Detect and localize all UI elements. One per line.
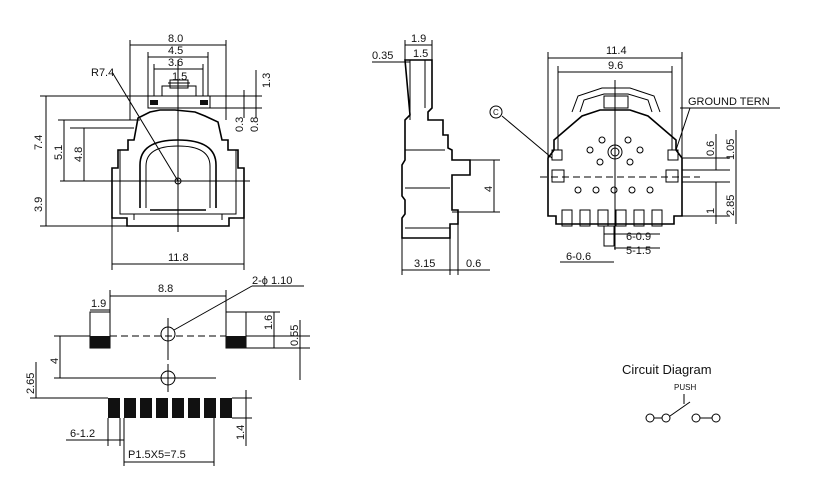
dim-h-top: 1.3 <box>261 73 273 88</box>
dim-fp-265: 2.65 <box>25 373 37 394</box>
dim-fp-88: 8.8 <box>158 283 173 295</box>
dim-side-035: 0.35 <box>372 50 393 62</box>
dim-h-105: 1.05 <box>725 139 737 160</box>
dim-side-15: 1.5 <box>413 48 428 60</box>
ground-label: GROUND TERN <box>688 96 770 108</box>
dim-p-606: 6-0.6 <box>566 251 591 263</box>
front-view: R7.4 8.0 4.5 3.6 1.5 1.3 0.3 0.8 7.4 5.1 <box>33 33 273 270</box>
footprint-view: 1.9 8.8 2-ϕ 1.10 1.6 0.55 4 2.65 1.4 6-1… <box>25 275 310 466</box>
dim-radius: R7.4 <box>91 67 114 79</box>
dim-fp-16: 1.6 <box>263 315 275 330</box>
dim-width: 11.8 <box>168 252 189 264</box>
dim-w-mid: 4.5 <box>168 45 183 57</box>
dim-p-515: 5-1.5 <box>626 245 651 257</box>
dim-w-in: 3.6 <box>168 57 183 69</box>
dim-h-total: 7.4 <box>33 135 45 150</box>
dim-side-315: 3.15 <box>414 258 435 270</box>
dim-side-4: 4 <box>483 186 495 192</box>
dim-p-609: 6-0.9 <box>626 231 651 243</box>
dim-h-39: 3.9 <box>33 197 45 212</box>
dim-h-b: 0.8 <box>249 117 261 132</box>
dim-side-06: 0.6 <box>466 258 481 270</box>
dim-h-a: 0.3 <box>234 117 246 132</box>
bottom-pins <box>561 209 663 247</box>
dim-h-1: 1 <box>705 208 717 214</box>
pads <box>108 398 232 418</box>
dim-fp-pitch: P1.5X5=7.5 <box>128 449 186 461</box>
dim-w-96: 9.6 <box>608 60 623 72</box>
dim-fp-19: 1.9 <box>91 298 106 310</box>
side-view: 1.9 1.5 0.35 4 3.15 0.6 <box>372 33 500 275</box>
circuit-title: Circuit Diagram <box>622 362 712 377</box>
dim-fp-pads: 6-1.2 <box>70 428 95 440</box>
right-view: 11.4 9.6 0.6 1.05 1 2.85 6-0.9 5-1.5 6-0… <box>489 45 780 263</box>
push-label: PUSH <box>674 383 696 392</box>
marker-label: C <box>493 108 499 117</box>
dim-h-06: 0.6 <box>705 141 717 156</box>
dim-fp-14: 1.4 <box>235 425 247 440</box>
circuit-diagram: Circuit Diagram PUSH <box>622 362 721 423</box>
dim-fp-4: 4 <box>49 358 61 364</box>
dim-w-top: 8.0 <box>168 33 183 45</box>
dim-h-285: 2.85 <box>725 195 737 216</box>
pin-holes <box>574 136 654 194</box>
dim-fp-055: 0.55 <box>289 325 301 346</box>
dim-h-51: 5.1 <box>53 145 65 160</box>
dim-side-19: 1.9 <box>411 33 426 45</box>
dim-fp-holes: 2-ϕ 1.10 <box>252 275 292 287</box>
dim-h-48: 4.8 <box>73 147 85 162</box>
dim-w-small: 1.5 <box>172 71 187 83</box>
dim-w-114: 11.4 <box>606 45 627 57</box>
